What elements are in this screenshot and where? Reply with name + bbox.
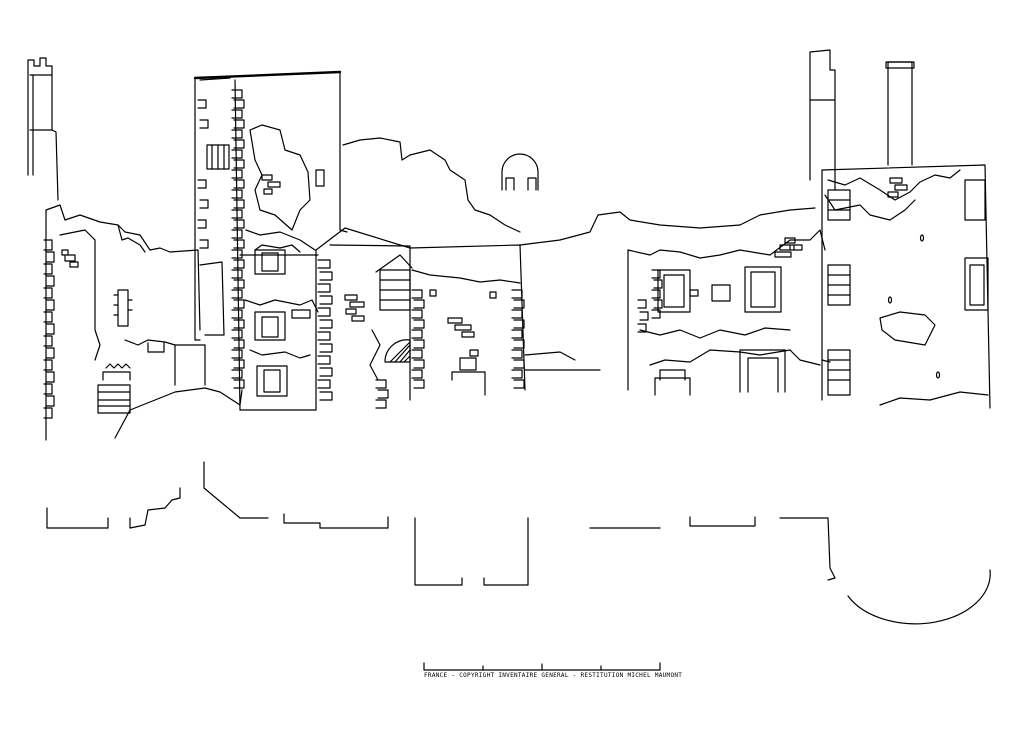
left-wing-ruin xyxy=(43,204,243,441)
central-gable xyxy=(315,227,413,409)
central-facade xyxy=(409,244,526,396)
right-pavilion xyxy=(821,164,991,409)
scale-bar xyxy=(423,662,661,671)
middle-wall xyxy=(519,207,816,371)
tower-lower-section xyxy=(239,244,319,411)
scale-caption: FRANCE - COPYRIGHT INVENTAIRE GENERAL - … xyxy=(424,672,683,679)
right-chimneys xyxy=(809,49,915,191)
upper-ruin-outline xyxy=(342,137,539,233)
right-wing xyxy=(627,229,826,396)
left-chimney xyxy=(27,57,59,201)
tall-tower xyxy=(193,70,348,411)
ground-plan xyxy=(46,461,991,625)
